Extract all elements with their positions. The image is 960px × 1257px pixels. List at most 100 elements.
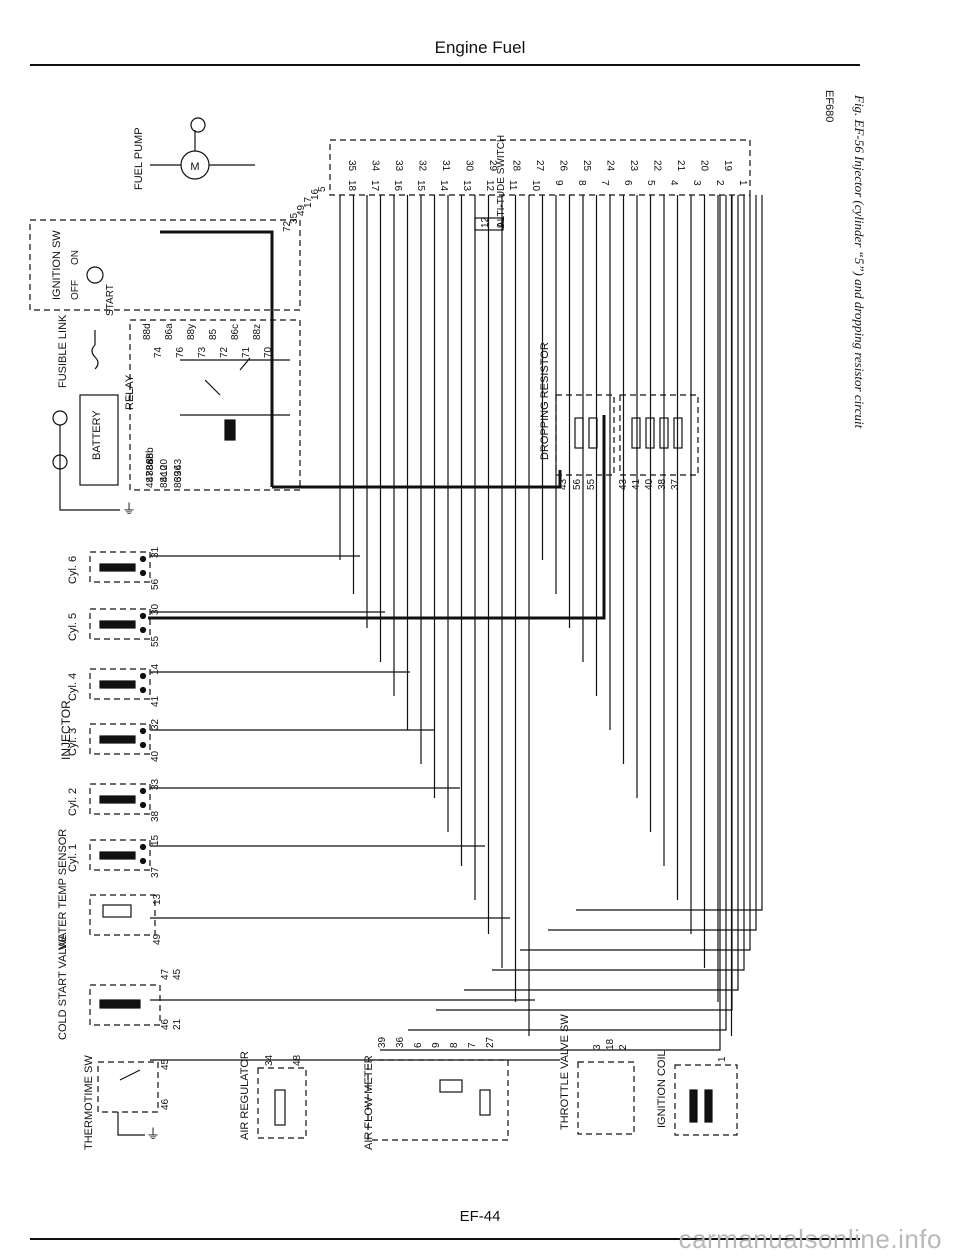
injector-coil bbox=[99, 735, 136, 744]
dropping-resistor-b bbox=[619, 394, 699, 476]
relay-feed-wire bbox=[160, 230, 274, 487]
connector-pin: 14 bbox=[438, 180, 449, 192]
fuel-pump-motor bbox=[180, 150, 210, 180]
ground-wire bbox=[59, 425, 120, 511]
altitude-switch-body bbox=[474, 217, 504, 231]
resistor-element bbox=[673, 417, 683, 449]
connector-pin: 5 bbox=[645, 180, 656, 186]
relay-pin: 86 bbox=[173, 476, 184, 488]
relay-pin: 86a bbox=[164, 323, 175, 340]
coil-pin: 1 bbox=[717, 1056, 728, 1062]
connector-pin: 20 bbox=[699, 160, 710, 172]
injector-box bbox=[89, 783, 151, 815]
return-wire bbox=[548, 195, 757, 931]
injector-pin: 32 bbox=[150, 718, 161, 730]
control-unit-connector bbox=[329, 139, 751, 196]
cylinder-label: Cyl. 5 bbox=[67, 613, 79, 641]
connector-pin: 32 bbox=[417, 160, 428, 172]
altitude-switch-label: ALTI-TUDE SWITCH bbox=[496, 135, 507, 228]
relay-box bbox=[129, 319, 301, 491]
connector-pin: 26 bbox=[558, 160, 569, 172]
connector-pin: 17 bbox=[369, 180, 380, 192]
highlighted-circuit bbox=[148, 230, 606, 620]
injector-label: INJECTOR bbox=[59, 700, 73, 760]
footer-rule bbox=[30, 1238, 860, 1240]
relay-pin: 10 bbox=[159, 464, 170, 476]
connector-pin: 22 bbox=[652, 160, 663, 172]
air-regulator-element bbox=[274, 1089, 286, 1126]
connector-pin: 34 bbox=[370, 160, 381, 172]
connector-pin: 24 bbox=[605, 160, 616, 172]
injector-coil bbox=[99, 851, 136, 860]
injector-pin: 14 bbox=[150, 663, 161, 675]
injector-box bbox=[89, 551, 151, 583]
relay-pin: 88z bbox=[252, 324, 263, 340]
resistor-element bbox=[631, 417, 641, 449]
fusible-link-symbol bbox=[91, 344, 99, 370]
injector-pin: 55 bbox=[150, 635, 161, 647]
injector-pin: 30 bbox=[150, 603, 161, 615]
dropping-resistor-label: DROPPING RESISTOR bbox=[539, 342, 551, 460]
connector-pin: 31 bbox=[440, 160, 451, 172]
connector-pin: 28 bbox=[511, 160, 522, 172]
return-wire bbox=[492, 195, 745, 971]
wire-bundle bbox=[59, 130, 763, 1136]
relay-pin: 88a bbox=[145, 459, 156, 476]
page-header-title: Engine Fuel bbox=[434, 38, 526, 57]
battery-box bbox=[79, 394, 119, 486]
connector-pin: 19 bbox=[722, 160, 733, 172]
motor-symbol: M bbox=[190, 161, 199, 173]
relay-pin: 88c bbox=[159, 472, 170, 488]
connector-pin: 33 bbox=[393, 160, 404, 172]
connector-pin: 30 bbox=[464, 160, 475, 172]
return-wire bbox=[408, 195, 727, 1031]
component-boxes bbox=[29, 117, 751, 1141]
resistor-element bbox=[588, 417, 598, 449]
cylinder-label: Cyl. 1 bbox=[67, 844, 79, 872]
injector-coil bbox=[99, 795, 136, 804]
relay-pin: 88y bbox=[186, 324, 197, 340]
junction-dot bbox=[139, 787, 147, 795]
connector-pin: 6 bbox=[622, 180, 633, 186]
air-flow-pin: 9 bbox=[431, 1042, 442, 1048]
junction-dot bbox=[139, 626, 147, 634]
water-temp-sensor-box bbox=[89, 894, 156, 936]
air-flow-pin: 36 bbox=[395, 1036, 406, 1048]
junction-dot bbox=[139, 686, 147, 694]
dropping-pin: 56 bbox=[572, 478, 583, 490]
junction-dot bbox=[139, 843, 147, 851]
connector-pin: 15 bbox=[415, 180, 426, 192]
relay-pin: 74 bbox=[153, 346, 164, 358]
dropping-pin: 37 bbox=[670, 478, 681, 490]
connector-pin: 7 bbox=[599, 180, 610, 186]
connector-pin: 16 bbox=[392, 180, 403, 192]
relay-pin: 47 bbox=[145, 470, 156, 482]
resistor-element bbox=[659, 417, 669, 449]
water-pin: 13 bbox=[152, 893, 163, 905]
air-reg-pin: 48 bbox=[292, 1054, 303, 1066]
cylinder-label: Cyl. 3 bbox=[67, 728, 79, 756]
relay-pin: 43 bbox=[173, 458, 184, 470]
return-wire bbox=[576, 195, 763, 911]
cylinder-label: Cyl. 2 bbox=[67, 788, 79, 816]
connector-pin: 29 bbox=[487, 160, 498, 172]
dropping-pin: 41 bbox=[631, 478, 642, 490]
junction-dot bbox=[139, 612, 147, 620]
battery-positive-terminal bbox=[52, 410, 68, 426]
cylinder-label: Cyl. 6 bbox=[67, 556, 79, 584]
relay-pin: 88d bbox=[142, 323, 153, 340]
water-pin: 49 bbox=[152, 933, 163, 945]
cylinder-label: Cyl. 4 bbox=[67, 673, 79, 701]
connector-pin: 18 bbox=[346, 180, 357, 192]
injector-pin: 56 bbox=[150, 578, 161, 590]
ignition-off-label: OFF bbox=[70, 280, 81, 300]
injector-coil bbox=[99, 563, 136, 572]
dropping-pin: 43 bbox=[558, 478, 569, 490]
altitude-pin: 9 bbox=[496, 222, 507, 228]
connector-pin: 10 bbox=[530, 180, 541, 192]
relay-contact bbox=[204, 357, 251, 396]
temp-sensor-element bbox=[102, 904, 132, 918]
relay-pin: 20 bbox=[159, 458, 170, 470]
